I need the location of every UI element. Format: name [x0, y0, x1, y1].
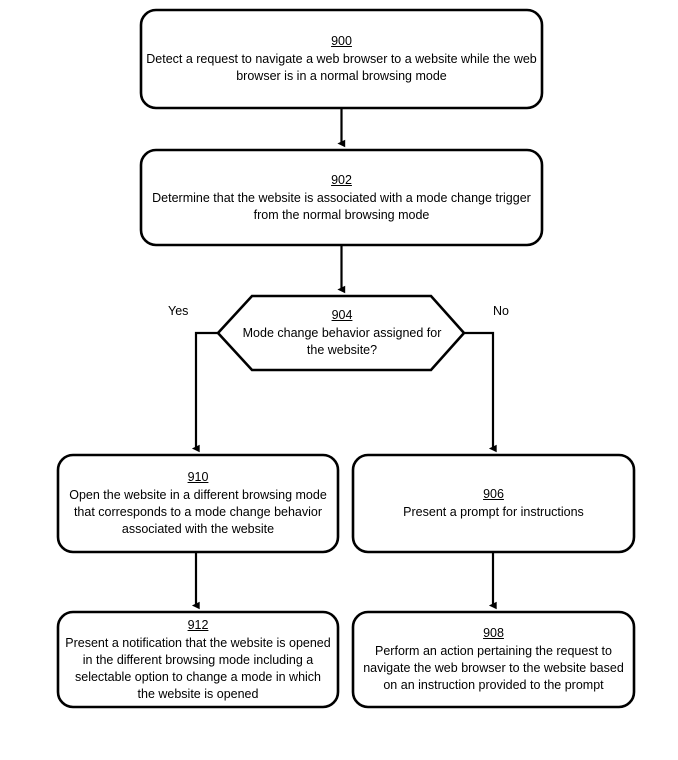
- node-910-shape: [56, 453, 340, 554]
- node-908-shape: [351, 610, 636, 709]
- connector-904-no-to-906: [464, 331, 497, 453]
- node-906-shape: [351, 453, 636, 554]
- edge-label-yes: Yes: [168, 304, 189, 318]
- node-904-shape: [216, 294, 466, 372]
- node-902-shape: [139, 148, 544, 247]
- node-900-shape: [139, 8, 544, 110]
- edge-label-no: No: [493, 304, 509, 318]
- node-912-shape: [56, 610, 340, 709]
- connector-904-yes-to-910: [191, 331, 218, 453]
